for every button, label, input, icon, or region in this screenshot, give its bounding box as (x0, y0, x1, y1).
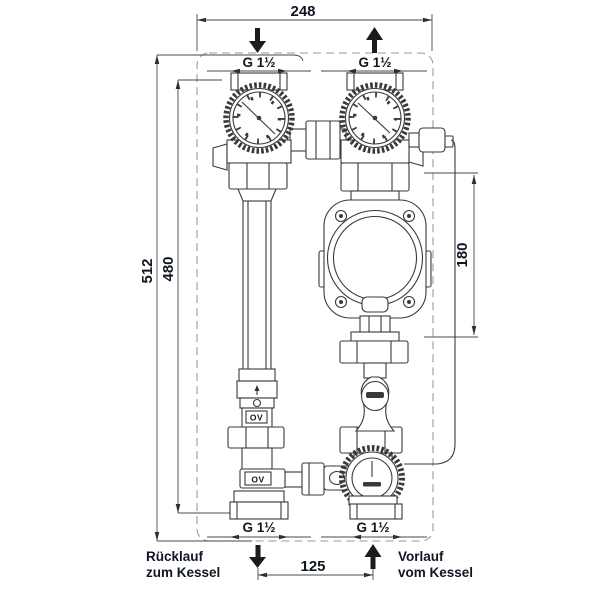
supply-branch (301, 72, 456, 520)
port-label-bottom-right: G 1½ (356, 520, 389, 535)
dimension-height-512: 512 (139, 54, 304, 542)
caption-return-line2: zum Kessel (146, 565, 220, 580)
circulation-pump (318, 199, 432, 335)
bottom-left-port (229, 501, 289, 520)
dimension-height-480: 480 (160, 79, 233, 514)
pump-terminal-box (359, 315, 391, 335)
thermostatic-knob (339, 445, 405, 511)
flow-arrow-bottom-right-up (364, 544, 382, 569)
port-label-top-right: G 1½ (358, 55, 391, 70)
dim-512-label: 512 (139, 258, 156, 283)
bottom-right-port (349, 503, 403, 520)
dim-180-label: 180 (454, 242, 471, 267)
dimension-pump-180: 180 (424, 172, 478, 338)
dimension-total-width: 248 (196, 3, 433, 51)
ov-valve-lower-label: OV (251, 475, 264, 485)
caption-supply-line1: Vorlauf (398, 549, 444, 564)
pump-union-upper (340, 162, 410, 192)
thermometer-gauge-right (339, 82, 411, 154)
caption-supply: Vorlauf vom Kessel (398, 549, 473, 580)
left-union-nut-upper (228, 162, 288, 190)
capillary-tube (404, 139, 456, 465)
dim-480-label: 480 (160, 256, 177, 281)
caption-return-line1: Rücklauf (146, 549, 204, 564)
vent-screw (252, 398, 262, 408)
dim-125-label: 125 (300, 558, 325, 575)
left-union-nut-lower (227, 426, 285, 449)
thermometer-gauge-left (223, 82, 295, 154)
balancing-tube (242, 200, 272, 372)
return-branch: OV OV (212, 72, 347, 520)
flow-arrow-top-right-up (366, 27, 383, 53)
connection-fitting (301, 462, 325, 496)
flow-arrow-top-left-down (249, 28, 266, 53)
insulation-outline-dashed (196, 52, 434, 542)
port-label-top-left: G 1½ (242, 55, 275, 70)
ball-valve-lever (354, 376, 396, 432)
dimension-port-spacing-125: 125 (257, 558, 374, 580)
port-label-bottom-left: G 1½ (242, 520, 275, 535)
ov-valve-upper-label: OV (250, 413, 263, 423)
dim-248-label: 248 (290, 3, 315, 20)
sensor-pocket-fitting (418, 127, 446, 153)
caption-return: Rücklauf zum Kessel (146, 549, 220, 580)
flow-arrow-bottom-left-down (249, 545, 266, 568)
bypass-union-nut (305, 120, 341, 160)
thread-dimension-marks (207, 68, 427, 540)
caption-supply-line2: vom Kessel (398, 565, 473, 580)
pump-union-lower (339, 340, 409, 364)
